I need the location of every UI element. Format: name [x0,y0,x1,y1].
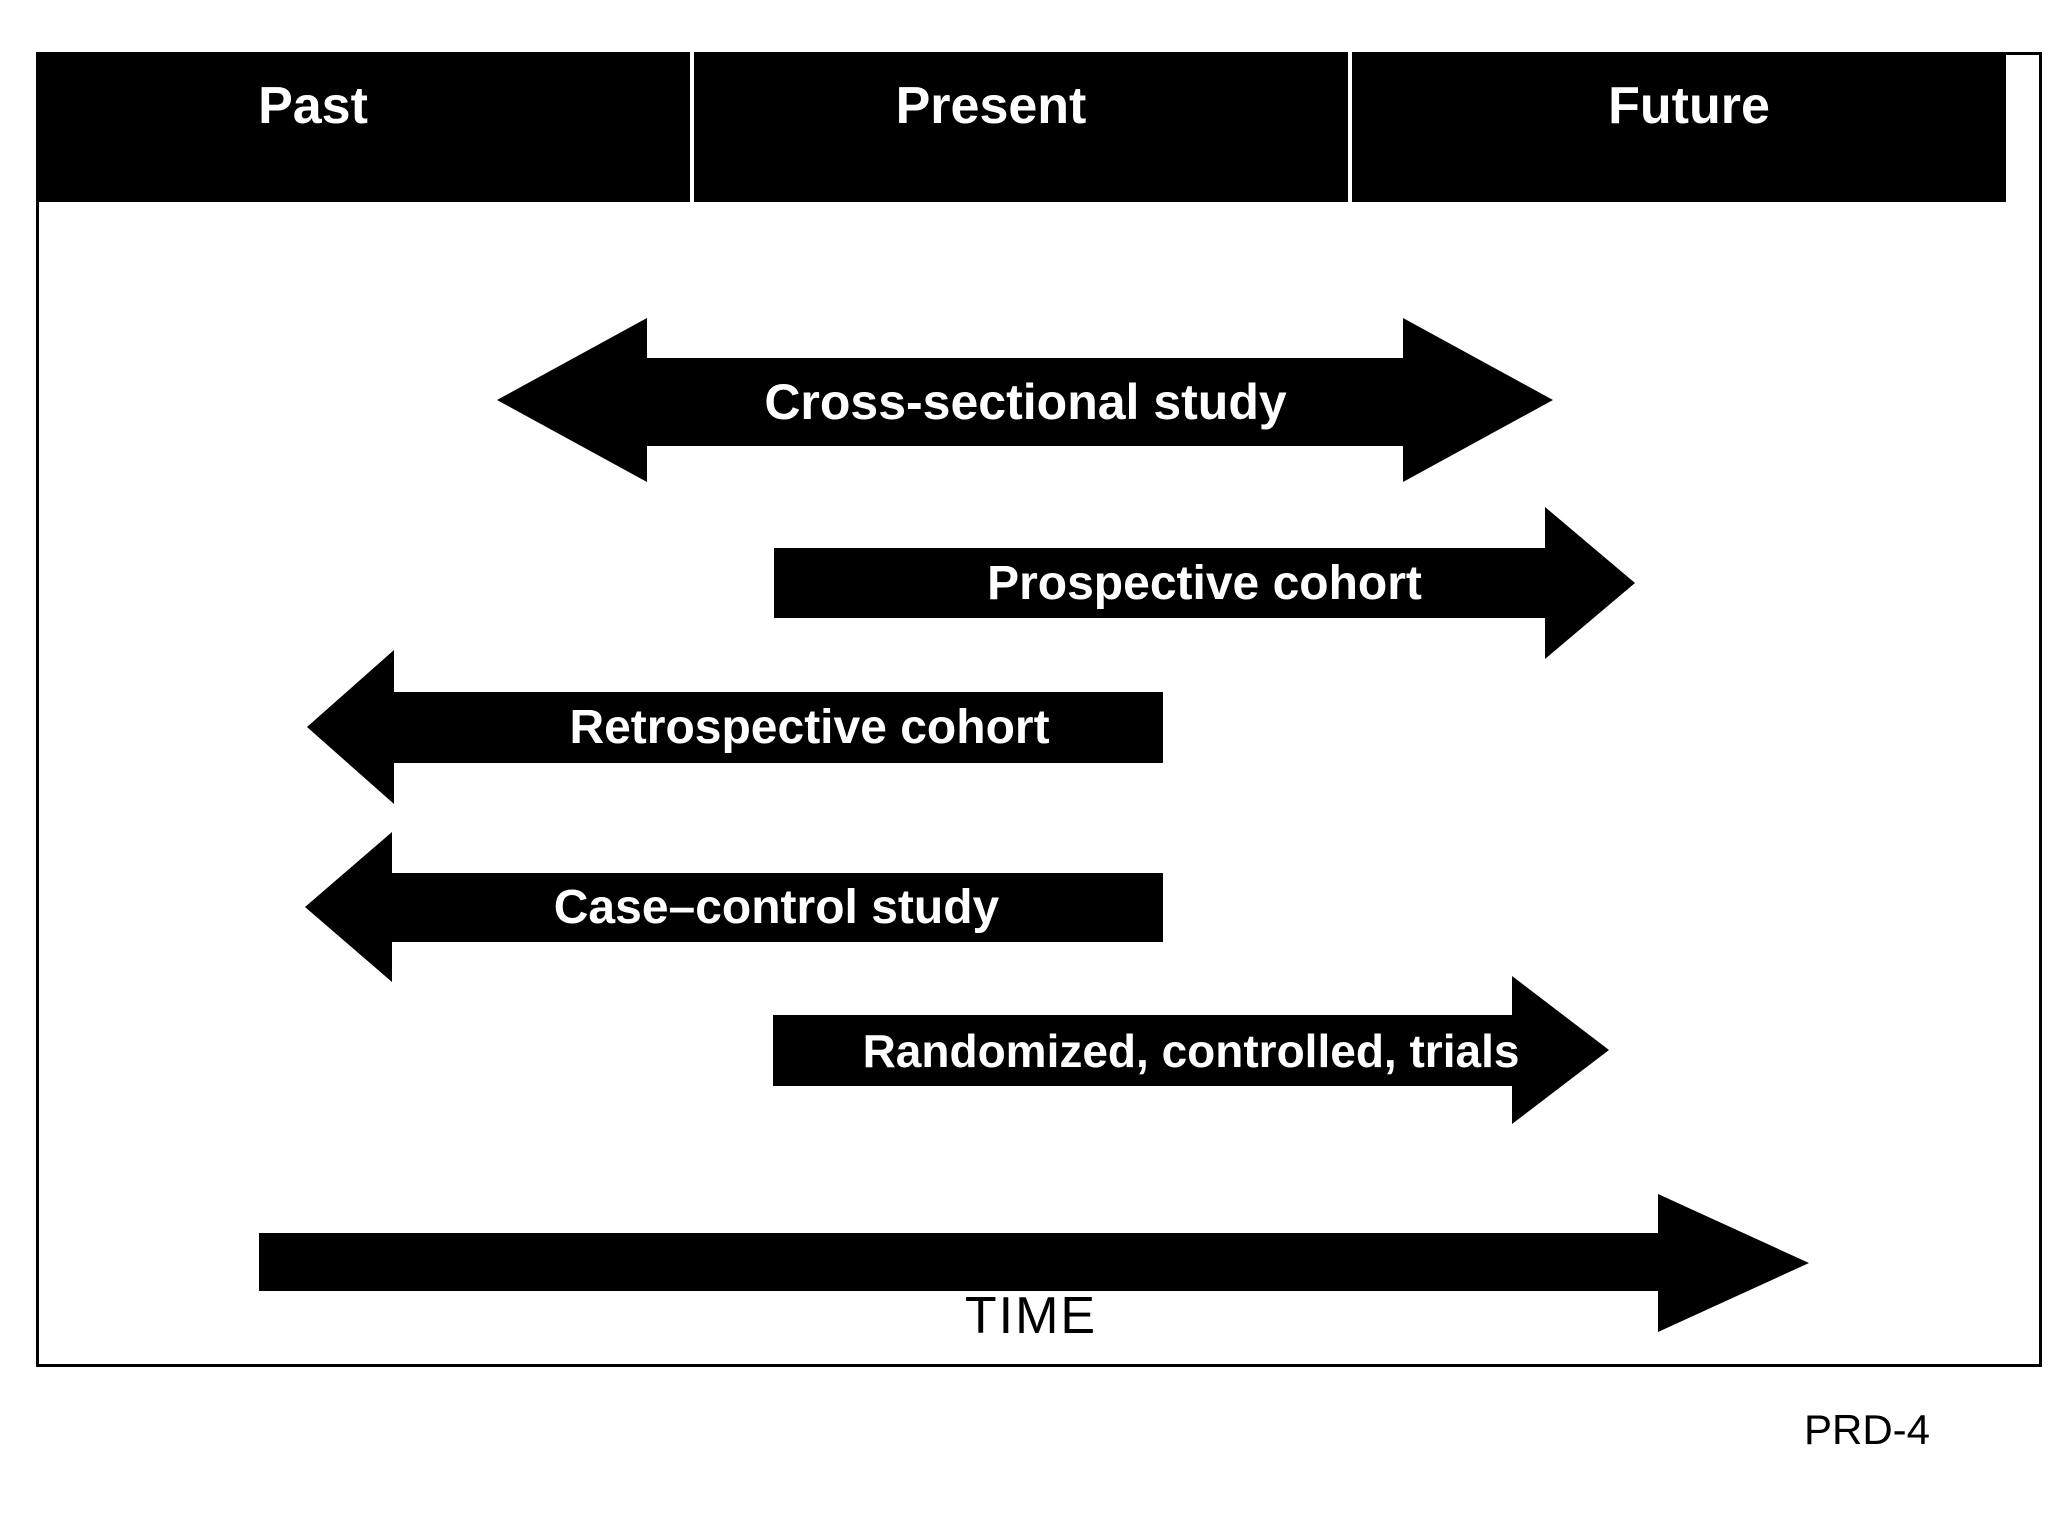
time-axis-label: TIME [964,1287,1098,1345]
header-col-present: Present [690,52,1348,202]
header-label-past: Past [258,77,368,135]
header-label-present: Present [895,77,1087,135]
arrow-shaft [774,548,1549,618]
arrow-shaft [390,873,1163,942]
arrow-label: Retrospective cohort [569,701,1050,754]
arrow-label: Case–control study [553,881,1000,934]
arrow-shaft [259,1233,1661,1291]
arrowhead-right-icon [1403,318,1553,482]
arrow-label: Randomized, controlled, trials [862,1024,1520,1077]
arrow-shaft [392,692,1163,763]
arrowhead-right-icon [1658,1194,1809,1332]
arrowhead-right-icon [1512,976,1609,1124]
header-col-future: Future [1348,52,2006,202]
arrowhead-left-icon [307,650,394,804]
arrow-shaft [644,358,1407,446]
arrow-label: Cross-sectional study [764,374,1287,430]
arrowhead-left-icon [497,318,647,482]
arrow-shaft [773,1015,1515,1086]
header-label-future: Future [1608,77,1770,135]
arrow-label: Prospective cohort [987,556,1422,610]
arrowhead-left-icon [305,832,392,982]
slide-code: PRD-4 [1803,1406,1931,1453]
arrowhead-right-icon [1545,507,1635,659]
time-period-header: Past Present Future [36,52,2006,202]
header-col-past: Past [36,52,690,202]
